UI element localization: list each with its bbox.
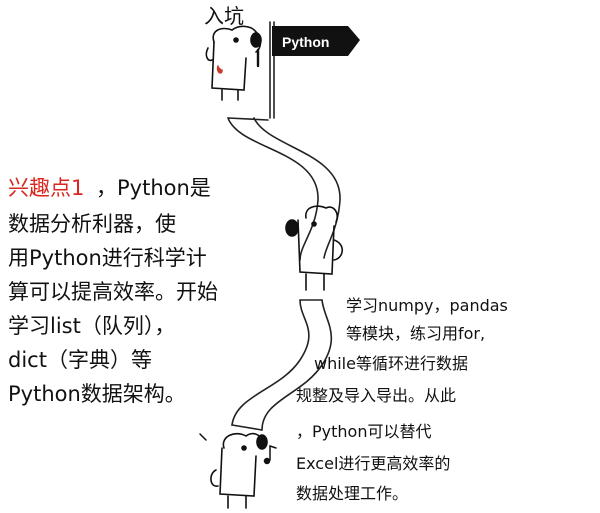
left-note-line: 数据分析利器，使 [8, 212, 176, 236]
right-note-line: 规整及导入导出。从此 [296, 386, 457, 405]
music-note-icon [199, 433, 277, 465]
dog-bottom-icon [210, 432, 268, 509]
left-note-line: 算可以提高效率。开始 [8, 280, 218, 304]
flag-icon [272, 26, 360, 56]
left-note-line: 学习list（队列）， [8, 314, 176, 338]
right-note-line: 数据处理工作。 [296, 484, 409, 503]
right-note-line: while等循环进行数据 [314, 354, 468, 373]
left-note-line: 用Python进行科学计 [8, 246, 207, 270]
flag-label: Python [282, 34, 330, 50]
interest-point-label: 兴趣点1 [8, 176, 85, 200]
dog-middle-icon [285, 205, 344, 291]
left-note-line: dict（字典）等 [8, 348, 152, 372]
right-note-line: Excel进行更高效率的 [296, 454, 451, 473]
start-label: 入坑 [204, 4, 244, 28]
right-note-line: 学习numpy，pandas [346, 296, 508, 315]
right-note-line: ，Python可以替代 [296, 422, 432, 441]
left-note-line: ，Python是 [96, 176, 211, 200]
dog-top-icon [205, 25, 262, 101]
left-note-line: Python数据架构。 [8, 382, 186, 406]
right-note-line: 等模块，练习用for, [346, 324, 486, 343]
